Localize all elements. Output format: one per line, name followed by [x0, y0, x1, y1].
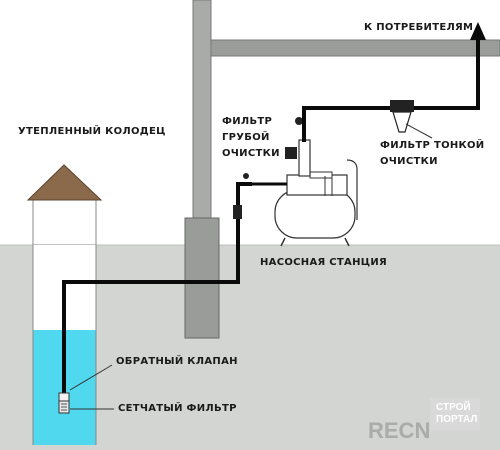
pump-riser — [298, 139, 311, 177]
foundation-block — [184, 217, 220, 339]
label-insulated-well: УТЕПЛЕННЫЙ КОЛОДЕЦ — [18, 126, 166, 137]
well-roof — [26, 164, 103, 201]
leader-fine-filter — [405, 123, 433, 139]
label-pump-station: НАСОСНАЯ СТАНЦИЯ — [260, 257, 387, 268]
ceiling-beam — [192, 39, 500, 57]
label-fine-filter-line1: ФИЛЬТР ТОНКОЙ — [380, 140, 485, 151]
fine-filter-head-icon — [390, 100, 414, 112]
arrow-up-icon — [470, 22, 486, 40]
check-valve-icon — [58, 392, 70, 402]
label-coarse-filter-line2: ГРУБОЙ — [222, 132, 270, 143]
watermark-badge-line2: ПОРТАЛ — [436, 414, 478, 425]
coarse-filter-pipe — [236, 182, 252, 195]
label-to-consumers: К ПОТРЕБИТЕЛЯМ — [364, 22, 474, 33]
pump-tank — [274, 189, 356, 239]
watermark-badge — [430, 398, 480, 430]
coarse-filter-valve-icon — [243, 173, 249, 179]
fine-filter-icon — [392, 111, 412, 133]
house-wall-upper — [192, 0, 212, 221]
label-check-valve: ОБРАТНЫЙ КЛАПАН — [116, 356, 238, 367]
well-shaft-upper — [32, 194, 97, 246]
label-coarse-filter-line3: ОЧИСТКИ — [222, 148, 280, 159]
watermark-badge-line1: СТРОЙ — [436, 402, 471, 413]
watermark-brand: RECN — [368, 418, 431, 443]
label-coarse-filter-line1: ФИЛЬТР — [222, 116, 273, 127]
label-mesh-filter: СЕТЧАТЫЙ ФИЛЬТР — [118, 403, 237, 414]
suction-pipe — [62, 195, 240, 395]
leader-check-valve — [69, 364, 113, 391]
coarse-filter-icon — [233, 205, 242, 219]
label-fine-filter-line2: ОЧИСТКИ — [380, 156, 438, 167]
pressure-gauge-icon — [285, 147, 297, 159]
riser-valve-icon — [295, 117, 303, 125]
